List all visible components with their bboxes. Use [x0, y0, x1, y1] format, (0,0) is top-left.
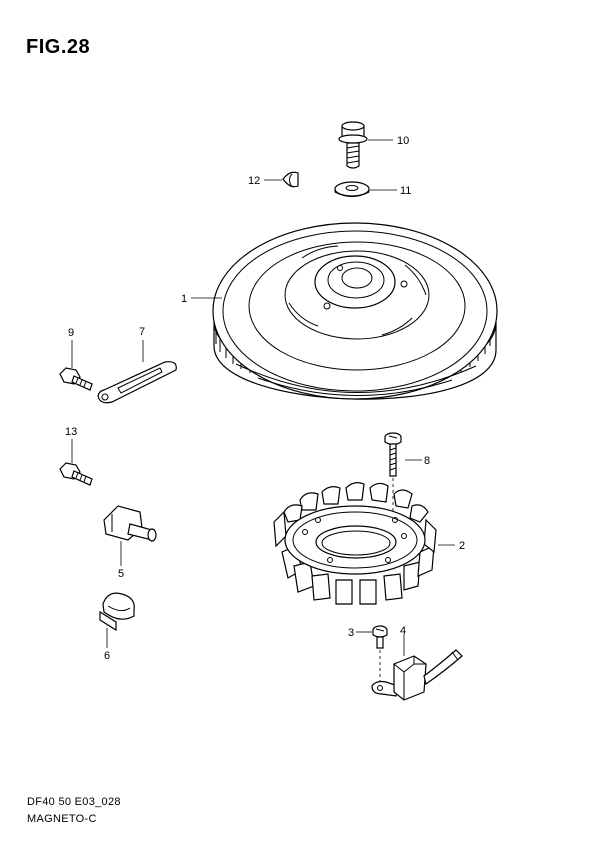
callout-3: 3 [348, 627, 354, 639]
callout-5: 5 [118, 568, 124, 580]
callout-13: 13 [65, 426, 77, 438]
part-2-stator[interactable] [273, 482, 437, 605]
part-3-screw[interactable] [372, 625, 388, 649]
part-12-key[interactable] [282, 171, 299, 188]
part-11-washer[interactable] [334, 181, 370, 197]
part-7-bracket[interactable] [97, 361, 177, 404]
part-1-flywheel[interactable] [212, 222, 498, 400]
callout-2: 2 [459, 540, 465, 552]
part-5-sensor[interactable] [103, 505, 157, 542]
callout-11: 11 [400, 185, 411, 197]
part-13-bolt[interactable] [59, 462, 93, 486]
callout-12: 12 [248, 175, 260, 187]
figure-name: MAGNETO-C [27, 813, 97, 825]
callouts: 10 11 12 1 7 9 13 8 2 3 4 5 6 [65, 135, 465, 662]
callout-7: 7 [139, 326, 145, 338]
callout-6: 6 [104, 650, 110, 662]
figure-code: DF40 50 E03_028 [27, 796, 121, 808]
part-4-coil[interactable] [371, 649, 463, 701]
callout-4: 4 [400, 625, 406, 637]
part-6-clamp[interactable] [99, 592, 135, 632]
callout-10: 10 [397, 135, 409, 147]
callout-9: 9 [68, 327, 74, 339]
figure-title: FIG.28 [26, 36, 91, 58]
part-8-screw[interactable] [384, 432, 402, 477]
part-10-bolt[interactable] [338, 121, 368, 169]
callout-1: 1 [181, 293, 187, 305]
part-9-bolt[interactable] [59, 367, 93, 391]
callout-8: 8 [424, 455, 430, 467]
leader-lines [71, 139, 455, 656]
